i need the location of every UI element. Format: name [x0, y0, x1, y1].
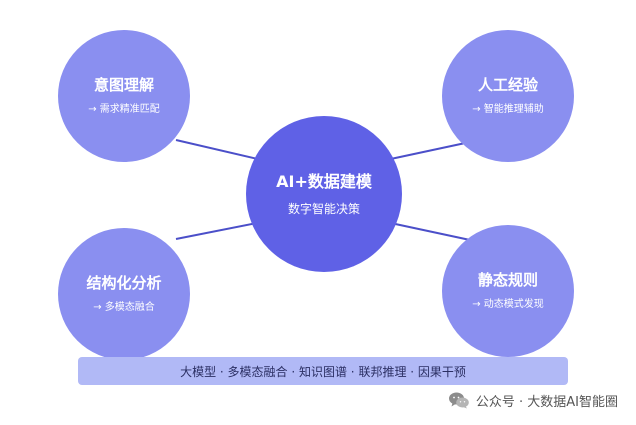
watermark-text: 公众号 · 大数据AI智能圈 [475, 394, 618, 410]
node-title: 意图理解 [93, 76, 154, 94]
node-structured-analysis: 结构化分析 → 多模态融合 [58, 228, 190, 360]
technology-footer-text: 大模型 · 多模态融合 · 知识图谱 · 联邦推理 · 因果干预 [180, 364, 466, 379]
node-human-experience: 人工经验 → 智能推理辅助 [442, 30, 574, 162]
node-static-rules: 静态规则 → 动态模式发现 [442, 225, 574, 357]
node-title: 人工经验 [477, 76, 538, 94]
wechat-icon [448, 392, 469, 409]
node-subtitle: → 需求精准匹配 [88, 104, 160, 115]
node-subtitle: → 多模态融合 [93, 302, 155, 313]
node-title: 结构化分析 [86, 274, 162, 292]
node-center-ai-data-modeling: AI+数据建模 数字智能决策 [246, 116, 402, 272]
technology-footer-bar: 大模型 · 多模态融合 · 知识图谱 · 联邦推理 · 因果干预 [78, 357, 568, 385]
connector-bottom-right [385, 221, 471, 241]
connector-bottom-left [175, 221, 263, 240]
node-subtitle: → 智能推理辅助 [472, 104, 544, 115]
connector-top-right [385, 141, 471, 161]
center-title: AI+数据建模 [276, 172, 372, 191]
watermark: 公众号 · 大数据AI智能圈 [448, 389, 618, 411]
node-intent-understanding: 意图理解 → 需求精准匹配 [58, 30, 190, 162]
node-subtitle: → 动态模式发现 [472, 299, 544, 310]
node-title: 静态规则 [477, 271, 538, 289]
connector-top-left [175, 139, 263, 161]
center-subtitle: 数字智能决策 [287, 202, 360, 216]
